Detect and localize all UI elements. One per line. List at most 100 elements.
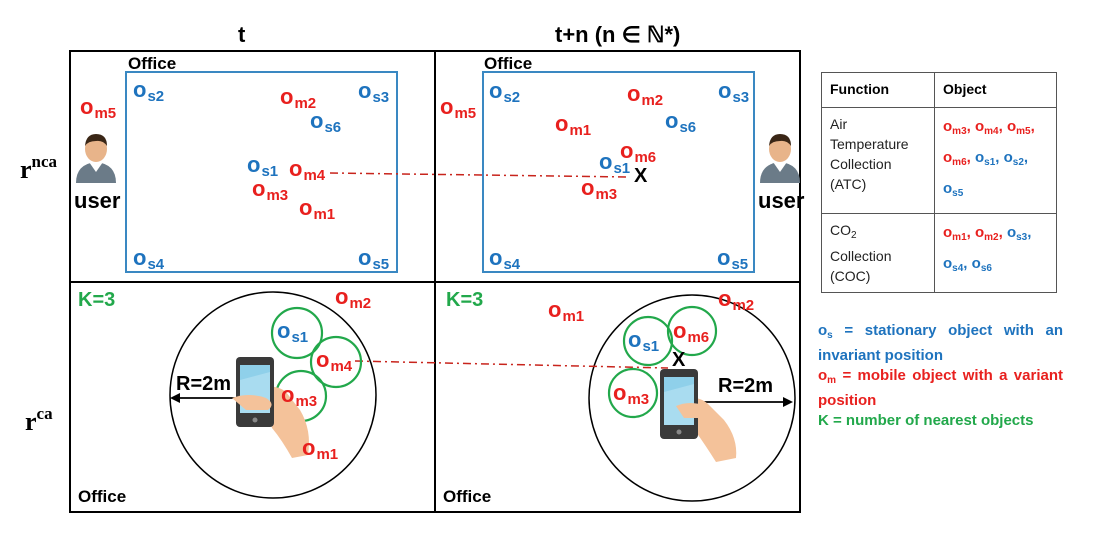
table-header-object: Object bbox=[934, 72, 1057, 108]
legend-mobile-text: = mobile object with a variant position bbox=[818, 367, 1063, 409]
object-os5-nca-tn: os5 bbox=[717, 247, 749, 273]
object-base: o bbox=[133, 245, 147, 270]
legend-stationary-sub: s bbox=[827, 330, 833, 341]
table-cell-objects-atc: om3, om4, om5, om6, os1, os2, os5 bbox=[934, 107, 1057, 214]
object-sub: s6 bbox=[679, 119, 697, 136]
object-os5-nca-t: os5 bbox=[358, 247, 390, 273]
object-sub: m1 bbox=[562, 308, 585, 325]
trajectory-line-ca bbox=[354, 360, 669, 369]
office-room-outline-t bbox=[125, 71, 398, 273]
object-sub: s5 bbox=[731, 256, 749, 273]
object-sub: m5 bbox=[94, 105, 117, 122]
row-label-nca-base: r bbox=[20, 155, 32, 184]
table-object-m4: om4 bbox=[974, 118, 999, 137]
object-sub: s4 bbox=[147, 256, 165, 273]
row-label-nca: rnca bbox=[20, 153, 57, 183]
object-om5-nca-tn: om5 bbox=[440, 94, 476, 122]
object-om1-nca-t: om1 bbox=[299, 197, 335, 223]
object-sub: m6 bbox=[634, 149, 657, 166]
object-base: o bbox=[613, 380, 627, 405]
object-base: o bbox=[599, 149, 613, 174]
object-om2-nca-tn: om2 bbox=[627, 81, 664, 109]
object-sub: m2 bbox=[641, 92, 664, 109]
table-object-s5: os5 bbox=[943, 180, 964, 199]
radius-arrowhead-t bbox=[170, 393, 180, 403]
k-label-tn: K=3 bbox=[446, 289, 484, 311]
office-label-ca-t: Office bbox=[78, 487, 127, 506]
table-object-sub: s4 bbox=[952, 263, 964, 274]
office-label-nca-tn: Office bbox=[484, 54, 533, 73]
object-base: o bbox=[489, 78, 503, 103]
legend-stationary: os = stationary object with an invariant… bbox=[818, 322, 1064, 364]
object-os1-nca-t: os1 bbox=[247, 152, 278, 180]
column-header-t: t bbox=[238, 22, 246, 47]
object-base: o bbox=[489, 245, 503, 270]
object-sub: s3 bbox=[372, 89, 390, 106]
object-om3-nca-tn: om3 bbox=[581, 177, 617, 203]
object-om3-ca-t: om3 bbox=[281, 382, 317, 410]
table-cell-objects-coc: om1, om2, os3, os4, os6 bbox=[934, 213, 1057, 293]
table-object-s1: os1 bbox=[974, 149, 996, 168]
user-avatar-icon-right bbox=[760, 134, 800, 183]
table-header-function: Function bbox=[821, 72, 935, 108]
table-object-sub: s6 bbox=[980, 263, 992, 274]
user-label-right: user bbox=[758, 188, 805, 213]
object-os4-nca-tn: os4 bbox=[489, 245, 520, 273]
object-sub: s2 bbox=[147, 88, 165, 105]
trajectory-line-nca bbox=[329, 172, 631, 178]
table-object-sub: m4 bbox=[984, 126, 999, 137]
object-om1-ca-tn: om1 bbox=[548, 297, 585, 325]
object-sub: m4 bbox=[303, 167, 326, 184]
object-base: o bbox=[665, 108, 679, 133]
object-os6-nca-t: os6 bbox=[310, 110, 342, 136]
object-base: o bbox=[80, 94, 94, 119]
object-om4-nca-t: om4 bbox=[289, 158, 326, 184]
table-object-m5: om5 bbox=[1006, 118, 1031, 137]
row-label-ca: rca bbox=[25, 405, 53, 435]
object-base: o bbox=[281, 382, 295, 407]
object-os1-ca-tn: os1 bbox=[628, 327, 659, 355]
object-om5-nca-t: om5 bbox=[80, 94, 117, 122]
row-label-nca-sup: nca bbox=[31, 152, 58, 171]
table-object-s4: os4 bbox=[943, 255, 964, 274]
object-base: o bbox=[440, 94, 454, 119]
function-object-table: Function Object Air Temperature Collecti… bbox=[821, 72, 1057, 293]
coc-prefix: CO bbox=[830, 222, 851, 238]
table-object-sub: s1 bbox=[984, 157, 996, 168]
table-header-row: Function Object bbox=[821, 72, 1057, 108]
object-os1-nca-tn: os1 bbox=[599, 149, 630, 177]
object-om2-nca-t: om2 bbox=[280, 86, 316, 112]
object-sub: m2 bbox=[732, 297, 755, 314]
radius-label-tn: R=2m bbox=[718, 375, 774, 397]
object-om3-ca-tn: om3 bbox=[613, 380, 649, 408]
object-om1-nca-tn: om1 bbox=[555, 111, 591, 139]
object-om1-ca-t: om1 bbox=[302, 435, 338, 463]
object-base: o bbox=[628, 327, 642, 352]
object-base: o bbox=[718, 286, 732, 311]
object-sub: s1 bbox=[291, 329, 309, 346]
object-sub: s5 bbox=[372, 256, 390, 273]
object-om2-ca-tn: om2 bbox=[718, 286, 755, 314]
object-base: o bbox=[252, 176, 266, 201]
object-os4-nca-t: os4 bbox=[133, 245, 165, 273]
object-sub: s6 bbox=[324, 119, 342, 136]
user-position-marker-ca: X bbox=[672, 349, 686, 371]
coc-rest: Collection (COC) bbox=[830, 248, 892, 284]
table-object-s2: os2 bbox=[1003, 149, 1024, 168]
office-label-nca-t: Office bbox=[128, 54, 177, 73]
object-sub: s3 bbox=[732, 89, 750, 106]
object-base: o bbox=[620, 138, 634, 163]
table-object-sub: m2 bbox=[984, 232, 999, 243]
object-base: o bbox=[555, 111, 569, 136]
user-avatar-icon-left bbox=[76, 134, 116, 183]
object-base: o bbox=[302, 435, 316, 460]
smartphone-hand-icon-left bbox=[232, 357, 309, 458]
object-base: o bbox=[627, 81, 641, 106]
object-os1-ca-t: os1 bbox=[277, 320, 309, 346]
object-base: o bbox=[358, 78, 372, 103]
object-base: o bbox=[247, 152, 261, 177]
table-object-m3: om3 bbox=[943, 118, 967, 137]
object-base: o bbox=[548, 297, 562, 322]
